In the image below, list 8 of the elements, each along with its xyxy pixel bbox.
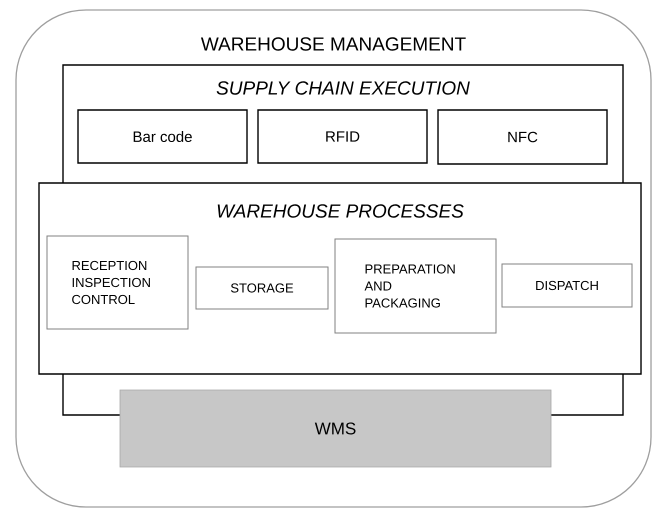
process-box: PREPARATION AND PACKAGING: [334, 238, 496, 334]
process-box: RECEPTION INSPECTION CONTROL: [46, 236, 188, 330]
process-box: RFID: [257, 109, 428, 164]
process-box: DISPATCH: [502, 264, 632, 308]
process-box: STORAGE: [196, 266, 328, 310]
system-bar: WMS: [120, 390, 552, 468]
process-box: NFC: [437, 109, 608, 165]
process-box: Bar code: [77, 109, 248, 164]
